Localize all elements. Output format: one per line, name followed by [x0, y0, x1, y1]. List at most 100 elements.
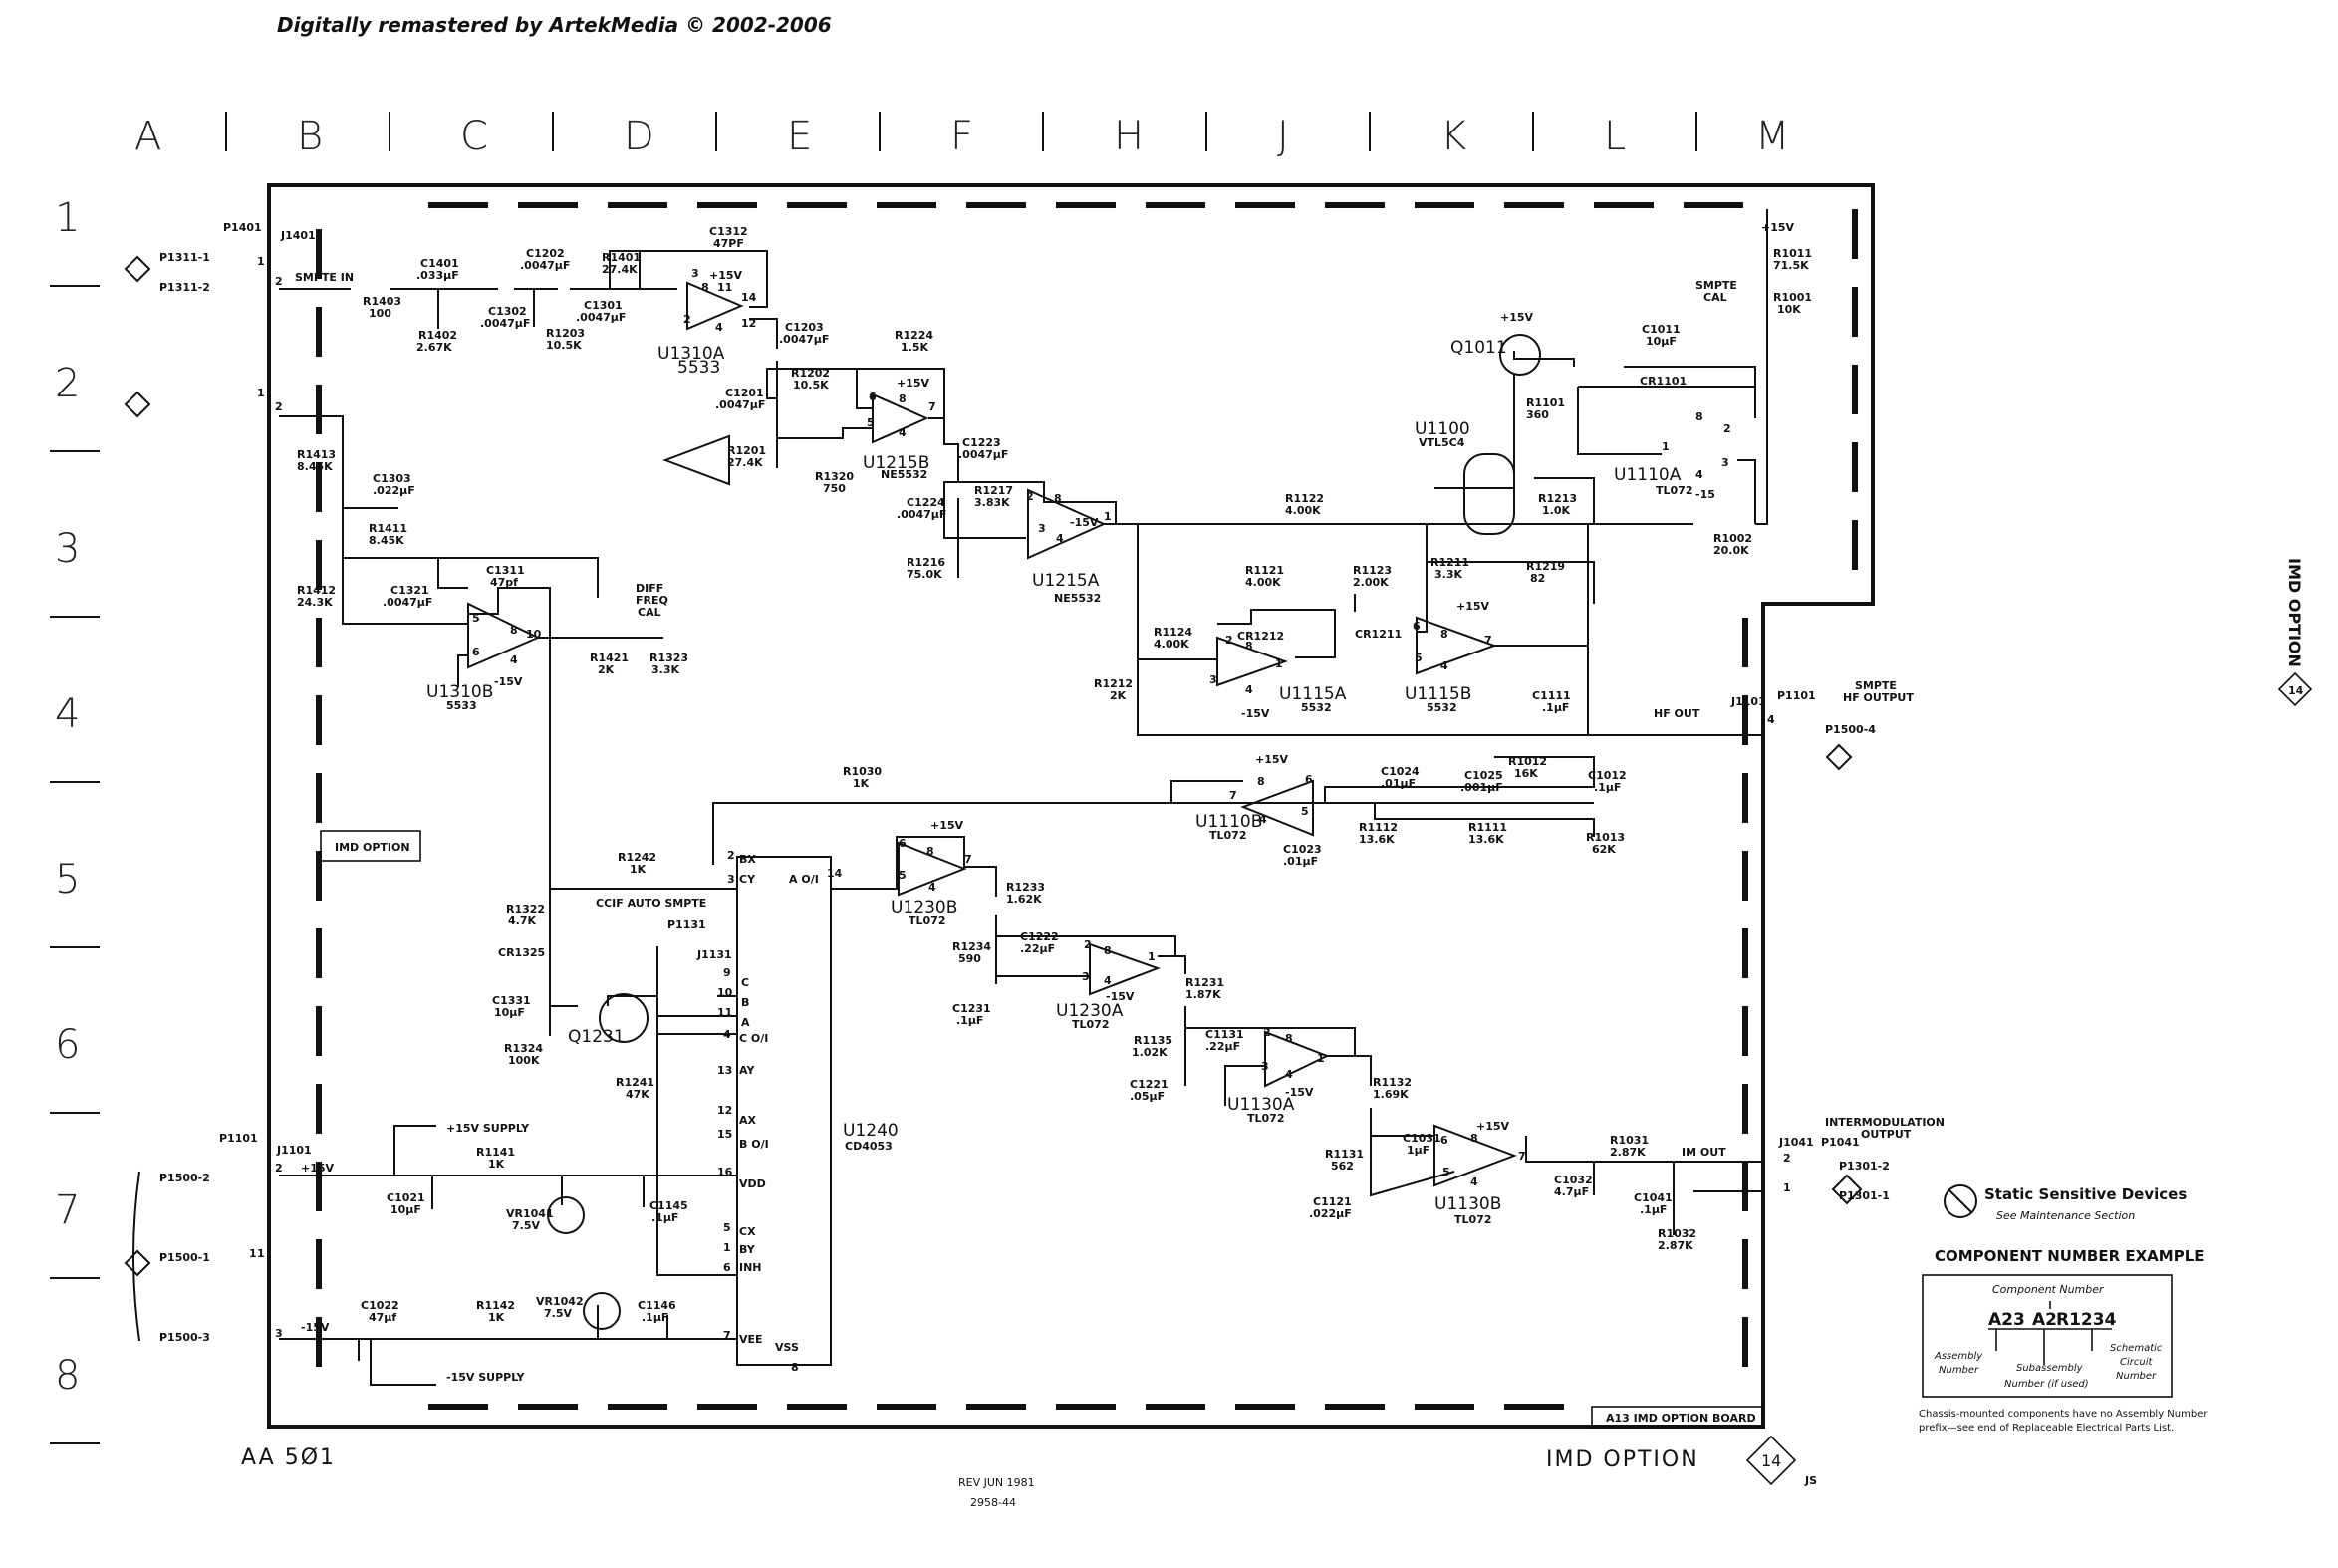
wiring — [279, 209, 1768, 1386]
component-label: B O/I — [739, 1138, 769, 1151]
component-label: 27.4K — [727, 456, 763, 469]
component-label: +15V — [897, 377, 930, 390]
unit-label: U1240 — [843, 1121, 899, 1141]
pin-number: 4 — [1440, 659, 1448, 672]
component-label: C1022 — [361, 1299, 399, 1312]
component-label: R1234 — [952, 940, 991, 953]
unit-label: U1230B — [891, 898, 957, 917]
example-comp-label: Component Number — [1992, 1283, 2105, 1296]
component-label: .0047µF — [897, 508, 946, 521]
grid-row-5: 5 — [55, 857, 80, 903]
pin-number: 2 — [1026, 490, 1034, 503]
component-label: 360 — [1526, 408, 1549, 421]
grid-row-6: 6 — [55, 1022, 80, 1068]
component-label: 1.69K — [1373, 1088, 1409, 1101]
component-label: .0047µF — [520, 259, 570, 272]
component-label: P1301-2 — [1839, 1160, 1890, 1173]
component-label: C1221 — [1130, 1078, 1169, 1091]
component-label: 7.5V — [512, 1219, 540, 1232]
pin-number: 3 — [1261, 1060, 1269, 1073]
component-label: R1141 — [476, 1146, 515, 1159]
component-label: R1122 — [1285, 492, 1324, 505]
component-label: P1500-4 — [1825, 723, 1876, 736]
example-c: R1234 — [2056, 1310, 2117, 1330]
component-label: 750 — [823, 482, 846, 495]
component-label: CR1101 — [1640, 375, 1687, 388]
component-label: B — [741, 996, 749, 1009]
component-label: .1µF — [642, 1311, 668, 1324]
unit-label: U1230A — [1056, 1001, 1124, 1021]
example-sub2: Number (if used) — [2004, 1379, 2089, 1390]
pin-number: 2 — [1263, 1026, 1271, 1039]
component-label: P1131 — [667, 918, 706, 931]
component-label: R1124 — [1154, 626, 1192, 639]
component-label: R1402 — [418, 329, 457, 342]
component-label: C1145 — [649, 1199, 688, 1212]
pin-number: 1 — [257, 387, 265, 399]
unit-labels: U1310A5533U1215BU1215AQ1011U1100U1110AU1… — [426, 338, 1682, 1214]
component-label: 4.00K — [1154, 638, 1189, 651]
component-label: R1203 — [546, 327, 585, 340]
component-label: .022µF — [373, 484, 415, 497]
imd-option-box-label: IMD OPTION — [335, 841, 410, 854]
component-label: .01µF — [1283, 855, 1318, 868]
pin-number: 4 — [1259, 813, 1267, 826]
component-label: 2.00K — [1353, 576, 1389, 589]
component-label: C1111 — [1532, 689, 1571, 702]
component-label: 10µF — [1646, 335, 1677, 348]
pin-number: 7 — [1229, 789, 1237, 802]
component-label: R1213 — [1538, 492, 1577, 505]
component-label: R1032 — [1658, 1227, 1696, 1240]
unit-label: U1310B — [426, 682, 493, 702]
component-label: 10.5K — [793, 379, 829, 392]
pin-number: 4 — [715, 321, 723, 334]
component-label: .1µF — [956, 1014, 983, 1027]
pin-number: 4 — [1767, 713, 1775, 726]
component-label: C O/I — [739, 1032, 768, 1045]
component-label: 4.7µF — [1554, 1185, 1589, 1198]
component-label: SMPTE IN — [295, 271, 354, 284]
pin-number: 8 — [899, 392, 907, 405]
component-label: 62K — [1592, 843, 1616, 856]
component-label: C1201 — [725, 387, 764, 399]
component-label: R1224 — [895, 329, 933, 342]
component-label: VEE — [739, 1333, 763, 1346]
component-label: 1.02K — [1132, 1046, 1168, 1059]
pin-number: 2 — [275, 400, 283, 413]
component-label: .1µF — [1594, 781, 1621, 794]
component-label: R1031 — [1610, 1134, 1649, 1147]
component-label: .033µF — [416, 269, 459, 282]
component-label: .0047µF — [958, 448, 1008, 461]
component-label: +15V — [709, 269, 743, 282]
component-label: TL072 — [1656, 484, 1692, 497]
component-label: R1135 — [1134, 1034, 1172, 1047]
component-label: R1121 — [1245, 564, 1284, 577]
component-label: C1011 — [1642, 323, 1681, 336]
component-label: C1025 — [1464, 769, 1503, 782]
grid-col-d: D — [624, 114, 654, 159]
pin-number: 5 — [899, 869, 907, 882]
component-label: OUTPUT — [1861, 1128, 1912, 1141]
component-label: C1224 — [907, 496, 945, 509]
grid-row-7: 7 — [55, 1187, 80, 1233]
component-label: R1011 — [1773, 247, 1812, 260]
component-label: 1K — [630, 863, 647, 876]
pin-number: 1 — [1662, 440, 1670, 453]
component-label: C1131 — [1205, 1028, 1244, 1041]
component-label: R1403 — [363, 295, 401, 308]
pin-number: 12 — [717, 1104, 732, 1117]
component-label: CAL — [638, 606, 661, 619]
component-label: .0047µF — [480, 317, 530, 330]
component-label: A O/I — [789, 873, 819, 886]
example-note2: prefix—see end of Replaceable Electrical… — [1919, 1423, 2174, 1434]
component-label: +15V SUPPLY — [446, 1122, 530, 1135]
component-label: R1001 — [1773, 291, 1812, 304]
component-label: 47PF — [713, 237, 744, 250]
component-label: 2K — [598, 663, 615, 676]
component-label: R1013 — [1586, 831, 1625, 844]
unit-label: U1110A — [1614, 465, 1682, 485]
component-label: CR1211 — [1355, 628, 1402, 641]
pin-number: 2 — [1084, 938, 1092, 951]
pin-number: 6 — [472, 646, 480, 658]
component-label: .0047µF — [779, 333, 829, 346]
